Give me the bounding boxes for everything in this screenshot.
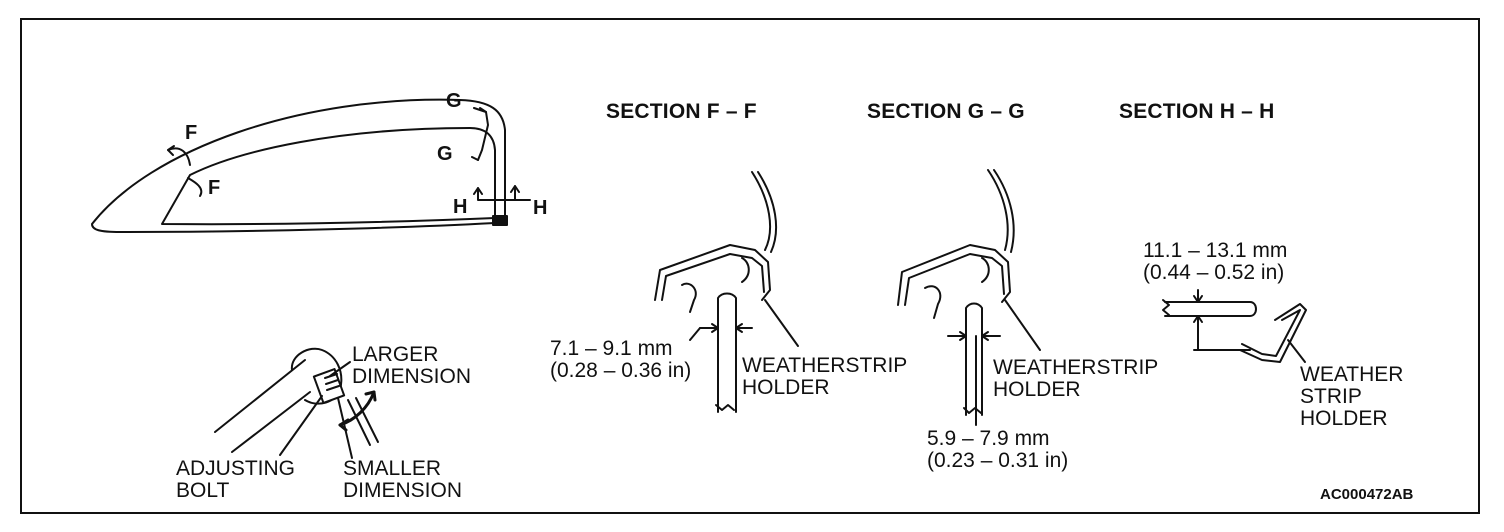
label-larger-2: DIMENSION	[352, 365, 472, 388]
section-f-holder	[654, 244, 771, 301]
section-g-dim-2: (0.23 – 0.31 in)	[927, 449, 1069, 472]
section-h-heading: SECTION H – H	[1119, 100, 1275, 123]
section-f-dim-leader	[689, 327, 701, 341]
door-glass-outline	[91, 98, 531, 233]
section-f-dim-2: (0.28 – 0.36 in)	[550, 359, 692, 382]
section-g-heading: SECTION G – G	[867, 100, 1025, 123]
section-f-clip	[681, 257, 750, 313]
section-f-panel	[751, 171, 778, 253]
section-h-holder	[1239, 303, 1307, 363]
label-bolt-1: ADJUSTING	[176, 457, 296, 480]
section-g-arrow	[471, 107, 487, 161]
section-h-label-3: HOLDER	[1300, 407, 1388, 430]
section-h-label-2: STRIP	[1300, 385, 1362, 408]
wrench-handle	[214, 359, 311, 453]
leader-bolt	[279, 395, 323, 456]
section-g-label-2: HOLDER	[993, 378, 1081, 401]
section-g-panel	[987, 169, 1015, 253]
section-h-drawing	[1162, 289, 1307, 363]
marker-f-outer: F	[185, 122, 198, 144]
adjust-arrow-head-up	[364, 390, 377, 402]
section-g-glass-break	[963, 407, 982, 414]
label-larger-1: LARGER	[352, 343, 439, 366]
section-g-dimension	[947, 331, 1001, 341]
section-f-label-2: HOLDER	[742, 376, 830, 399]
wrench-shaft-lines	[347, 397, 379, 446]
section-h-glass-break	[1162, 299, 1170, 316]
section-f-dimension	[699, 323, 753, 333]
section-h-cut	[473, 185, 531, 201]
leader-smaller	[337, 397, 353, 459]
label-bolt-2: BOLT	[176, 479, 230, 502]
wrench-drawing	[214, 347, 379, 459]
section-h-dim-1: 11.1 – 13.1 mm	[1143, 239, 1288, 262]
section-h-glass	[1164, 301, 1257, 317]
section-f-drawing	[654, 171, 799, 413]
section-g-drawing	[897, 169, 1041, 426]
section-g-holder	[897, 244, 1011, 306]
section-g-glass	[965, 302, 983, 416]
marker-g-inner: G	[437, 143, 453, 165]
label-smaller-2: DIMENSION	[343, 479, 463, 502]
section-f-label-leader	[764, 299, 799, 347]
marker-f-inner: F	[208, 177, 221, 199]
section-h-label-1: WEATHER	[1300, 363, 1404, 386]
label-smaller-1: SMALLER	[343, 457, 442, 480]
section-h-dim-2: (0.44 – 0.52 in)	[1143, 261, 1285, 284]
marker-h-right: H	[533, 197, 548, 219]
figure-code: AC000472AB	[1320, 486, 1414, 503]
diagram-frame	[20, 18, 1480, 514]
adjusting-bolt	[312, 368, 346, 404]
marker-g-outer: G	[446, 90, 462, 112]
section-g-clip	[924, 257, 990, 319]
door-corner-block	[492, 215, 508, 226]
section-f-label-1: WEATHERSTRIP	[742, 354, 908, 377]
section-h-label-leader	[1287, 339, 1306, 363]
section-g-cut	[473, 107, 489, 161]
section-f-dim-1: 7.1 – 9.1 mm	[550, 337, 673, 360]
section-f-glass	[717, 292, 737, 413]
section-f-glass-break	[715, 404, 735, 411]
section-f-heading: SECTION F – F	[606, 100, 757, 123]
leader-larger	[329, 361, 351, 377]
section-h-dimension	[1193, 289, 1251, 351]
section-g-label-1: WEATHERSTRIP	[993, 356, 1159, 379]
door-glass-inner	[161, 127, 496, 226]
door-outer-edge	[91, 98, 506, 233]
section-g-dim-1: 5.9 – 7.9 mm	[927, 427, 1050, 450]
marker-h-left: H	[453, 196, 468, 218]
section-f-arrow	[167, 145, 175, 156]
section-g-label-leader	[1004, 299, 1041, 351]
